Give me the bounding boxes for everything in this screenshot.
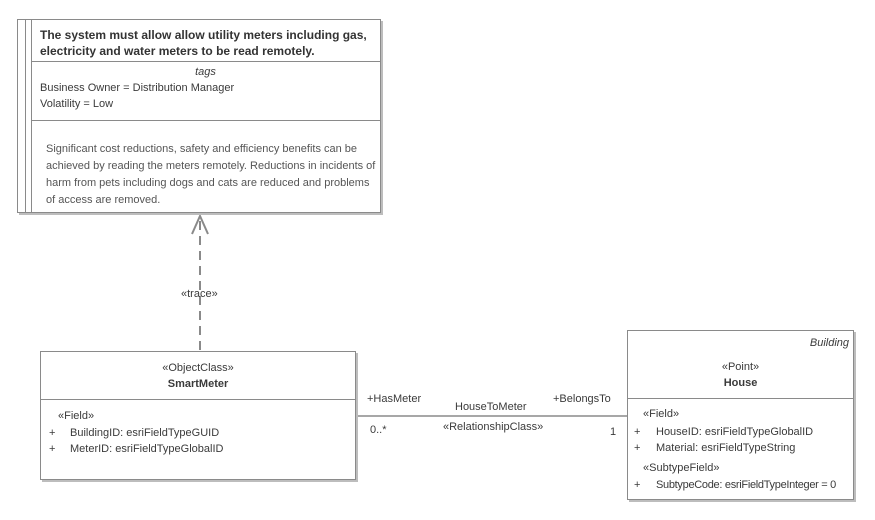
association-name: HouseToMeter xyxy=(455,401,527,413)
divider xyxy=(41,399,355,400)
attribute-visibility: + xyxy=(49,427,56,439)
attribute-buildingid[interactable]: BuildingID: esriFieldTypeGUID xyxy=(70,427,220,439)
field-group-label: «Field» xyxy=(58,410,95,422)
requirement-bar xyxy=(31,20,32,212)
class-stereotype: «Point» xyxy=(721,361,760,373)
package-label: Building xyxy=(809,337,849,349)
attribute-subtypecode[interactable]: SubtypeCode: esriFieldTypeInteger = 0 xyxy=(656,479,836,491)
attribute-houseid[interactable]: HouseID: esriFieldTypeGlobalID xyxy=(656,426,814,438)
divider xyxy=(31,120,380,121)
attribute-meterid[interactable]: MeterID: esriFieldTypeGlobalID xyxy=(70,443,224,455)
attribute-material[interactable]: Material: esriFieldTypeString xyxy=(656,442,796,454)
target-role-label: +BelongsTo xyxy=(553,393,611,405)
requirement-element[interactable]: The system must allow allow utility mete… xyxy=(17,19,381,213)
attribute-visibility: + xyxy=(634,479,641,491)
target-multiplicity-label: 1 xyxy=(610,426,617,438)
tags-header: tags xyxy=(195,66,216,78)
source-multiplicity-label: 0..* xyxy=(370,424,387,436)
requirement-bar xyxy=(25,20,26,212)
divider xyxy=(628,398,853,399)
trace-label: «trace» xyxy=(181,288,218,300)
source-role-label: +HasMeter xyxy=(367,393,422,405)
association-stereotype: «RelationshipClass» xyxy=(443,421,544,433)
attribute-visibility: + xyxy=(634,442,641,454)
requirement-title: The system must allow allow utility mete… xyxy=(40,28,367,58)
requirement-notes: Significant cost reductions, safety and … xyxy=(46,143,376,206)
field-group-label: «Field» xyxy=(643,408,680,420)
tag-business-owner: Business Owner = Distribution Manager xyxy=(40,82,235,94)
divider xyxy=(31,61,380,62)
class-stereotype: «ObjectClass» xyxy=(162,362,234,374)
subtype-group-label: «SubtypeField» xyxy=(643,462,720,474)
class-name: SmartMeter xyxy=(167,378,229,390)
tag-volatility: Volatility = Low xyxy=(40,98,114,110)
attribute-visibility: + xyxy=(634,426,641,438)
smartmeter-class[interactable]: «ObjectClass» SmartMeter «Field» + Build… xyxy=(40,351,356,480)
attribute-visibility: + xyxy=(49,443,56,455)
house-class[interactable]: Building «Point» House «Field» + HouseID… xyxy=(627,330,854,500)
class-name: House xyxy=(723,377,758,389)
trace-arrowhead xyxy=(191,213,209,235)
